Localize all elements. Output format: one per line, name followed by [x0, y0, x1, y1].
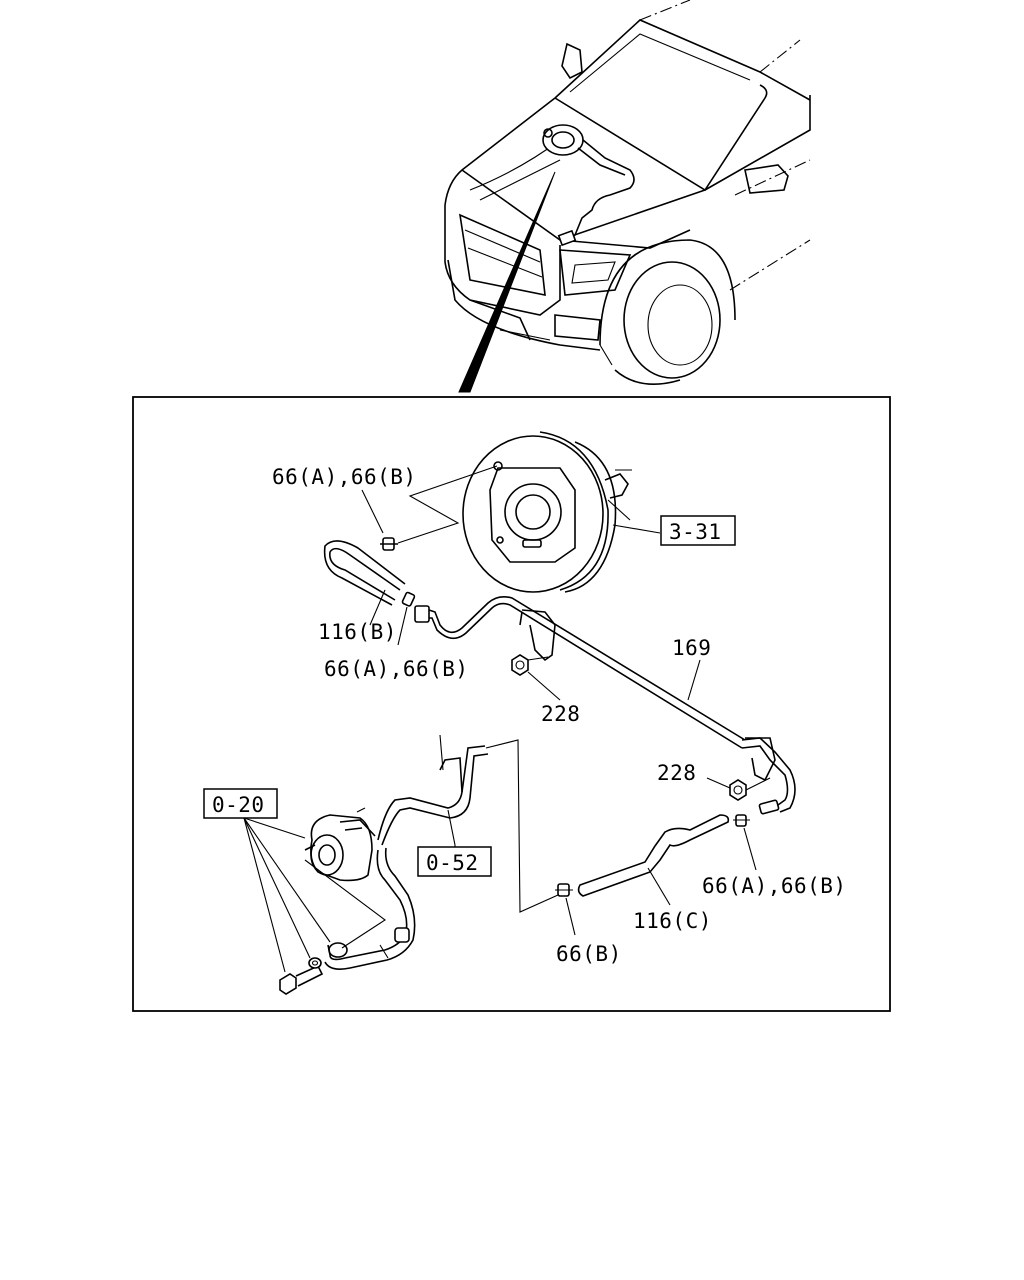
- callout-pointer: [458, 171, 556, 393]
- vehicle-overview: [444, 0, 811, 393]
- label-booster-ref[interactable]: 3-31: [669, 520, 722, 544]
- vacuum-hose-b: [323, 540, 406, 626]
- detail-frame: [132, 396, 891, 1012]
- label-pump-ref[interactable]: 0-20: [212, 793, 265, 817]
- leaders-pump-ref: [243, 817, 386, 973]
- hose-clip-mid: [397, 591, 416, 646]
- label-nut-lower: 228: [657, 761, 696, 785]
- vacuum-hose-c: [577, 814, 730, 906]
- label-pipe: 169: [672, 636, 711, 660]
- booster-ref-box[interactable]: [660, 515, 736, 546]
- brake-booster: [462, 431, 632, 593]
- label-pipe-ref[interactable]: 0-52: [426, 851, 479, 875]
- connection-callout: [485, 739, 559, 913]
- bolt-washer: [279, 957, 324, 995]
- vacuum-pump: [304, 807, 376, 882]
- leader-booster-ref: [612, 524, 661, 534]
- pump-pipe: [324, 734, 489, 970]
- booster-location-icon: [542, 124, 635, 247]
- label-clip-mid: 66(A),66(B): [324, 657, 469, 681]
- pump-ref-box[interactable]: [203, 788, 278, 819]
- label-clip-bottom: 66(B): [556, 942, 622, 966]
- clip-top-callout: [361, 465, 498, 544]
- hose-clip-right: [733, 814, 757, 871]
- label-hose-b: 116(B): [318, 620, 397, 644]
- nut-lower: [706, 777, 771, 801]
- hose-clip-bottom: [555, 883, 576, 936]
- label-hose-c: 116(C): [633, 909, 712, 933]
- label-clip-right: 66(A),66(B): [702, 874, 847, 898]
- label-clip-top: 66(A),66(B): [272, 465, 417, 489]
- vacuum-pipe-169: [414, 596, 796, 815]
- label-nut-upper: 228: [541, 702, 580, 726]
- nut-upper: [511, 654, 561, 701]
- pipe-ref-box[interactable]: [417, 846, 492, 877]
- hose-clip-top: [380, 537, 398, 551]
